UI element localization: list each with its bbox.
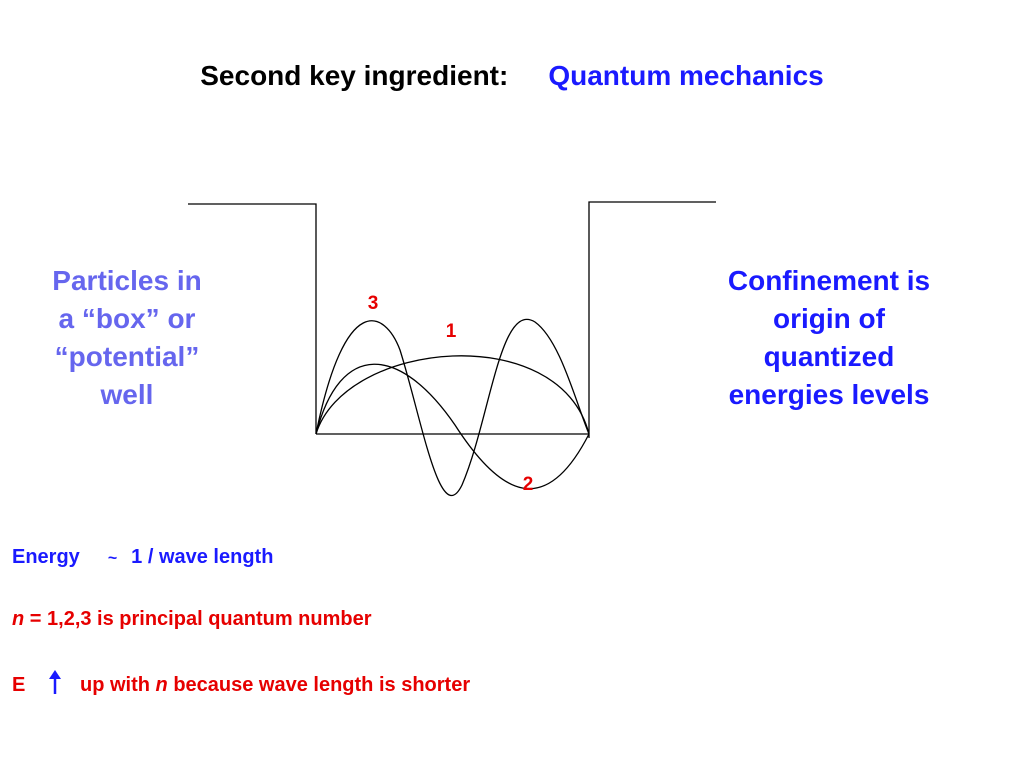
title-main: Second key ingredient: — [200, 60, 509, 91]
left-text-line: Particles in — [52, 265, 202, 296]
left-text-line: a “box” or — [58, 303, 196, 334]
principal-quantum-number-note: n = 1,2,3 is principal quantum number — [12, 608, 372, 631]
up-arrow-icon — [44, 669, 66, 701]
wave-n1 — [315, 355, 590, 435]
label-n3: 3 — [368, 293, 379, 314]
label-n1: 1 — [446, 321, 457, 342]
left-well-wall — [188, 203, 317, 434]
confinement-caption: Confinement is origin of quantized energ… — [690, 262, 968, 414]
increase-text-after: because wave length is shorter — [167, 674, 471, 696]
right-text-line: Confinement is — [727, 265, 931, 296]
slide-title: Second key ingredient: Quantum mechanics — [0, 60, 1024, 92]
left-text-line: well — [100, 379, 154, 410]
label-n2: 2 — [523, 474, 534, 495]
n-variable: n — [155, 674, 168, 696]
right-text-line: origin of — [773, 303, 885, 334]
proportional-sign: ~ — [107, 550, 118, 567]
energy-word: Energy — [12, 546, 80, 568]
increase-text-before: up with — [80, 674, 156, 696]
left-text-line: “potential” — [54, 341, 200, 372]
right-text-line: quantized — [763, 341, 895, 372]
wave-n2 — [315, 363, 590, 490]
principal-text: = 1,2,3 is principal quantum number — [24, 608, 372, 630]
n-variable: n — [12, 608, 25, 630]
e-letter: E — [12, 674, 26, 696]
title-accent: Quantum mechanics — [548, 60, 824, 91]
right-text-line: energies levels — [728, 379, 930, 410]
energy-relation: 1 / wave length — [131, 546, 274, 568]
particles-in-box-caption: Particles in a “box” or “potential” well — [20, 262, 234, 414]
right-well-wall — [588, 201, 716, 438]
energy-relation-note: Energy ~1 / wave length — [12, 546, 273, 569]
wave-n3 — [315, 318, 590, 496]
